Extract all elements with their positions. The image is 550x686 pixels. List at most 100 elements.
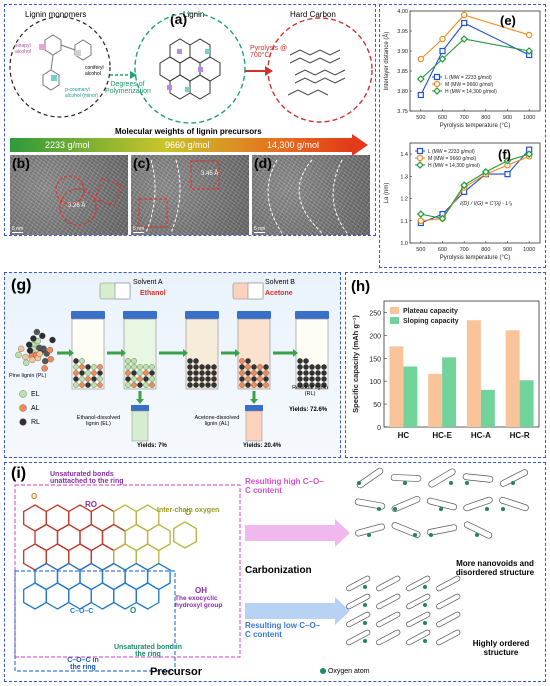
lignin-particle bbox=[321, 376, 327, 382]
lignin-particle bbox=[245, 376, 251, 382]
lignin-particle bbox=[321, 382, 327, 388]
lignin-particle bbox=[257, 370, 263, 376]
inter-chain-label: Inter-chain oxygen bbox=[157, 507, 220, 514]
atom-coc: C–O–C bbox=[70, 608, 93, 615]
pine-lignin-particle bbox=[22, 353, 29, 361]
lignin-particle bbox=[239, 376, 245, 382]
carbon-sheet bbox=[436, 593, 461, 610]
ring-hexagon bbox=[135, 582, 160, 610]
oxygen-atom-dot bbox=[423, 603, 427, 607]
solvent-b-label: Solvent B bbox=[265, 279, 295, 286]
pine-lignin-particle bbox=[33, 328, 41, 336]
down-arrow-head-1 bbox=[250, 399, 258, 404]
lignin-particle bbox=[315, 370, 321, 376]
flow-arrow-head-0 bbox=[69, 349, 74, 357]
oxygen-atom-dot bbox=[449, 481, 453, 485]
lignin-particle bbox=[91, 382, 97, 388]
lignin-particle bbox=[257, 364, 263, 370]
lignin-particle bbox=[245, 358, 251, 364]
oxygen-atom-dot bbox=[393, 507, 397, 511]
lignin-particle bbox=[187, 382, 193, 388]
lignin-particle bbox=[73, 376, 79, 382]
panel-a: (a) Lignin monomers Lignin Hard Carbon bbox=[4, 4, 376, 236]
lignin-particle bbox=[297, 370, 303, 376]
lignin-particle bbox=[303, 358, 309, 364]
plot-frame bbox=[383, 300, 540, 428]
lignin-particle bbox=[79, 376, 85, 382]
y-tick-label: 250 bbox=[369, 310, 381, 317]
lignin-particle bbox=[125, 370, 131, 376]
lignin-particle bbox=[187, 370, 193, 376]
small-vial-cap-icon bbox=[131, 405, 149, 411]
carbon-sheet bbox=[406, 629, 431, 646]
panel-i-label: (i) bbox=[11, 465, 27, 482]
legend-label-0: Plateau capacity bbox=[403, 308, 458, 315]
lignin-title: Lignin bbox=[183, 10, 205, 19]
lignin-particle bbox=[309, 370, 315, 376]
carbon-sheet bbox=[428, 468, 456, 488]
pine-lignin-particle bbox=[36, 344, 43, 351]
pine-lignin-particle bbox=[26, 341, 33, 348]
data-point-0-0 bbox=[417, 91, 424, 99]
x-tick-label: HC-E bbox=[432, 431, 452, 440]
carbon-sheet bbox=[376, 629, 401, 646]
lignin-particle bbox=[131, 382, 137, 388]
atom-o-unsat: O bbox=[31, 492, 37, 501]
legend-marker-1 bbox=[433, 80, 441, 88]
data-point-2-0 bbox=[416, 75, 425, 83]
pine-lignin-particle bbox=[36, 350, 43, 358]
yield-el: Yields: 7% bbox=[137, 443, 167, 449]
lignin-particle bbox=[199, 370, 205, 376]
y-tick-label: 4.00 bbox=[397, 9, 408, 15]
vial-cap-icon bbox=[295, 311, 329, 319]
ordered-label: Highly ordered structure bbox=[472, 639, 530, 657]
carbon-sheet bbox=[436, 611, 461, 628]
lignin-particle bbox=[205, 376, 211, 382]
carbon-sheet bbox=[406, 575, 431, 592]
low-coc-label: Resulting low C–O–C content bbox=[245, 621, 321, 639]
small-vial-cap-icon bbox=[245, 405, 263, 411]
legend-label-2: H (MW = 14,300 g/mol) bbox=[445, 89, 497, 95]
tem-image-b: (b) 3.26 Å 5 nm bbox=[10, 155, 128, 235]
solvent-a-bottle-cap-icon bbox=[114, 282, 131, 300]
low-coc-box bbox=[14, 570, 176, 672]
lignin-particle bbox=[193, 382, 199, 388]
lignin-particle bbox=[199, 382, 205, 388]
lignin-particle bbox=[239, 364, 245, 370]
lignin-particle bbox=[257, 382, 263, 388]
mw-gradient-arrow bbox=[10, 138, 352, 152]
y-tick-label: 3.90 bbox=[397, 49, 408, 55]
lignin-particle bbox=[245, 364, 251, 370]
carbon-sheet bbox=[376, 611, 401, 628]
x-tick-label: 1000 bbox=[523, 247, 535, 253]
bar-0-1 bbox=[428, 373, 443, 427]
y-axis-label: La (nm) bbox=[384, 183, 390, 204]
carbon-sheet bbox=[356, 467, 384, 489]
data-point-2-2 bbox=[460, 35, 469, 43]
lignin-particle bbox=[137, 364, 143, 370]
lignin-particle bbox=[79, 382, 85, 388]
degrees-label: Degrees of Polymerization bbox=[105, 81, 151, 95]
flow-arrow-head-3 bbox=[235, 349, 240, 357]
lignin-particle bbox=[143, 364, 149, 370]
panel-label: (e) bbox=[500, 13, 516, 28]
carbon-sheet bbox=[462, 473, 494, 483]
data-point-0-4 bbox=[504, 171, 511, 178]
solvent-a-name: Ethanol bbox=[140, 290, 166, 297]
lignin-particle bbox=[297, 358, 303, 364]
carbon-sheet bbox=[346, 575, 371, 592]
lignin-particle bbox=[149, 376, 155, 382]
pine-lignin-particle bbox=[46, 346, 54, 354]
ring-hexagon bbox=[173, 521, 197, 549]
yield-al: Yields: 20.4% bbox=[243, 443, 282, 449]
pine-lignin-particle bbox=[47, 356, 54, 363]
panel-label: (h) bbox=[351, 278, 370, 295]
mw-arrow-head bbox=[352, 134, 368, 156]
y-tick-label: 50 bbox=[373, 402, 381, 409]
legend-el: EL bbox=[31, 391, 40, 398]
residual-label: Residual lignin (RL) bbox=[292, 385, 328, 397]
lignin-particle bbox=[97, 364, 103, 370]
lignin-particle bbox=[85, 370, 91, 376]
flow-arrow-head-1 bbox=[121, 349, 126, 357]
